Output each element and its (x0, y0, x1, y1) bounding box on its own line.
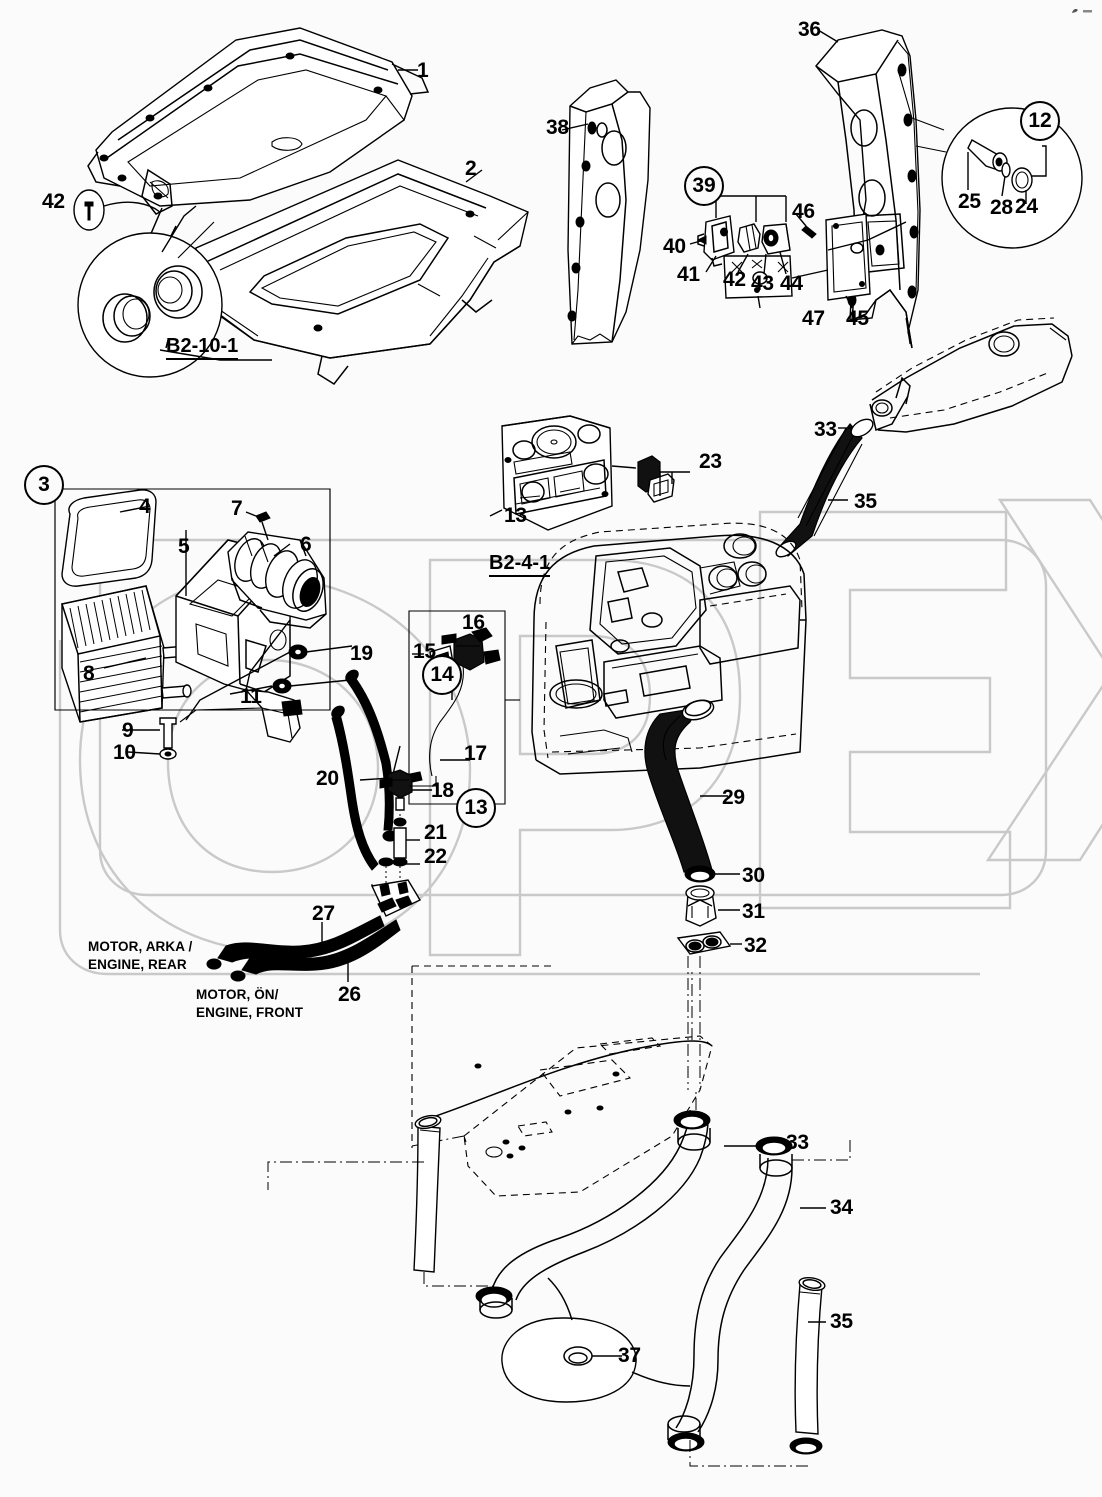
part-label-42-cluster: 42 (723, 268, 746, 291)
text-engine-rear-line2: ENGINE, REAR (88, 957, 187, 973)
callout-circle-14: 14 (422, 655, 462, 695)
part-label-9: 9 (122, 719, 134, 742)
b2-4-1-dash-panel (531, 522, 807, 775)
parts-12-24-25-28-detail-circle (897, 69, 1083, 249)
section-label-b2-10-1: B2-10-1 (166, 335, 239, 361)
parts-26-27-hoses (206, 879, 421, 982)
part-label-47: 47 (802, 307, 825, 330)
part-label-5: 5 (178, 535, 190, 558)
part-label-11: 11 (240, 685, 262, 708)
parts-39-47-cluster (689, 186, 907, 309)
part-label-13-dash: 13 (504, 504, 527, 527)
part-label-16: 16 (462, 611, 485, 634)
part-label-44: 44 (780, 272, 803, 295)
parts-21-22-tube (378, 814, 420, 890)
part-label-34: 34 (830, 1196, 853, 1219)
callout-circle-39: 39 (684, 166, 724, 206)
part-label-21: 21 (424, 821, 447, 844)
part-7-clip (245, 511, 271, 541)
parts-11-19-grommets (185, 644, 353, 721)
bottom-hose-assembly (267, 1090, 851, 1467)
part-label-10: 10 (113, 741, 136, 764)
callout-circle-3: 3 (24, 465, 64, 505)
parts-30-31-32 (676, 865, 742, 1090)
part-label-42-top: 42 (42, 190, 65, 213)
part-label-22: 22 (424, 845, 447, 868)
part-label-33-lower: 33 (786, 1131, 809, 1154)
text-engine-front-line1: MOTOR, ÖN/ (196, 987, 279, 1002)
part-label-41: 41 (677, 263, 700, 286)
part-label-7: 7 (231, 497, 243, 520)
part-5-housing (175, 539, 303, 743)
b2-10-1-leader (161, 205, 197, 253)
part-label-45: 45 (846, 307, 869, 330)
part-label-2: 2 (465, 157, 477, 180)
part-label-19: 19 (350, 642, 373, 665)
part-label-17: 17 (464, 742, 487, 765)
part-1-headliner (87, 27, 430, 248)
part-4-seal-frame (61, 489, 157, 587)
part-label-23: 23 (699, 450, 722, 473)
part-label-38: 38 (546, 116, 569, 139)
part-29-duct-hose (644, 699, 728, 873)
text-engine-front-line2: ENGINE, FRONT (196, 1005, 304, 1021)
leader-lines-misc (54, 29, 839, 711)
text-engine-rear-line1: MOTOR, ARKA / (88, 939, 193, 954)
part-label-35-lower: 35 (830, 1310, 853, 1333)
dash-instrument-cluster (489, 415, 690, 531)
part-label-36: 36 (798, 18, 821, 41)
cab-frame-right (869, 317, 1073, 433)
corner-mark (1072, 9, 1092, 13)
part-label-37: 37 (618, 1344, 641, 1367)
part-36-pillar-trim (815, 29, 921, 349)
part-label-29: 29 (722, 786, 745, 809)
part-label-35-upper: 35 (854, 490, 877, 513)
part-label-6: 6 (300, 533, 312, 556)
part-label-20: 20 (316, 767, 339, 790)
part-37-detail-bubble (501, 1277, 691, 1403)
part-label-4: 4 (139, 495, 151, 518)
reference-lines (411, 965, 693, 1148)
floor-panel (411, 1035, 713, 1197)
part-label-15: 15 (413, 640, 436, 663)
callout-circle-13: 13 (456, 788, 496, 828)
text-engine-rear: MOTOR, ARKA / ENGINE, REAR (88, 938, 192, 974)
part-label-8: 8 (83, 662, 95, 685)
part-label-24: 24 (1015, 195, 1038, 218)
part-6-blower (227, 531, 327, 629)
part-38-pillar-trim (567, 79, 651, 345)
parts-9-10-bolt-washer (122, 707, 263, 760)
part-label-31: 31 (742, 900, 765, 923)
part-label-33-upper: 33 (814, 418, 837, 441)
part-label-40: 40 (663, 235, 686, 258)
section-label-b2-4-1: B2-4-1 (489, 552, 551, 578)
part-label-28: 28 (990, 196, 1013, 219)
part-label-18: 18 (431, 779, 454, 802)
part-label-32: 32 (744, 934, 767, 957)
part-8-heater-core (61, 585, 192, 723)
text-engine-front: MOTOR, ÖN/ ENGINE, FRONT (196, 986, 303, 1022)
callout-circle-12: 12 (1020, 101, 1060, 141)
part-42-detail-bubble (73, 189, 161, 231)
part-label-27: 27 (312, 902, 335, 925)
part-label-43: 43 (751, 272, 774, 295)
part-label-25: 25 (958, 190, 981, 213)
parts-19-20-hoses (331, 669, 421, 871)
part-label-46: 46 (792, 200, 815, 223)
part-label-30: 30 (742, 864, 765, 887)
part-label-1: 1 (417, 59, 429, 82)
b2-10-1-detail-circle (77, 221, 272, 378)
part-label-26: 26 (338, 983, 361, 1006)
